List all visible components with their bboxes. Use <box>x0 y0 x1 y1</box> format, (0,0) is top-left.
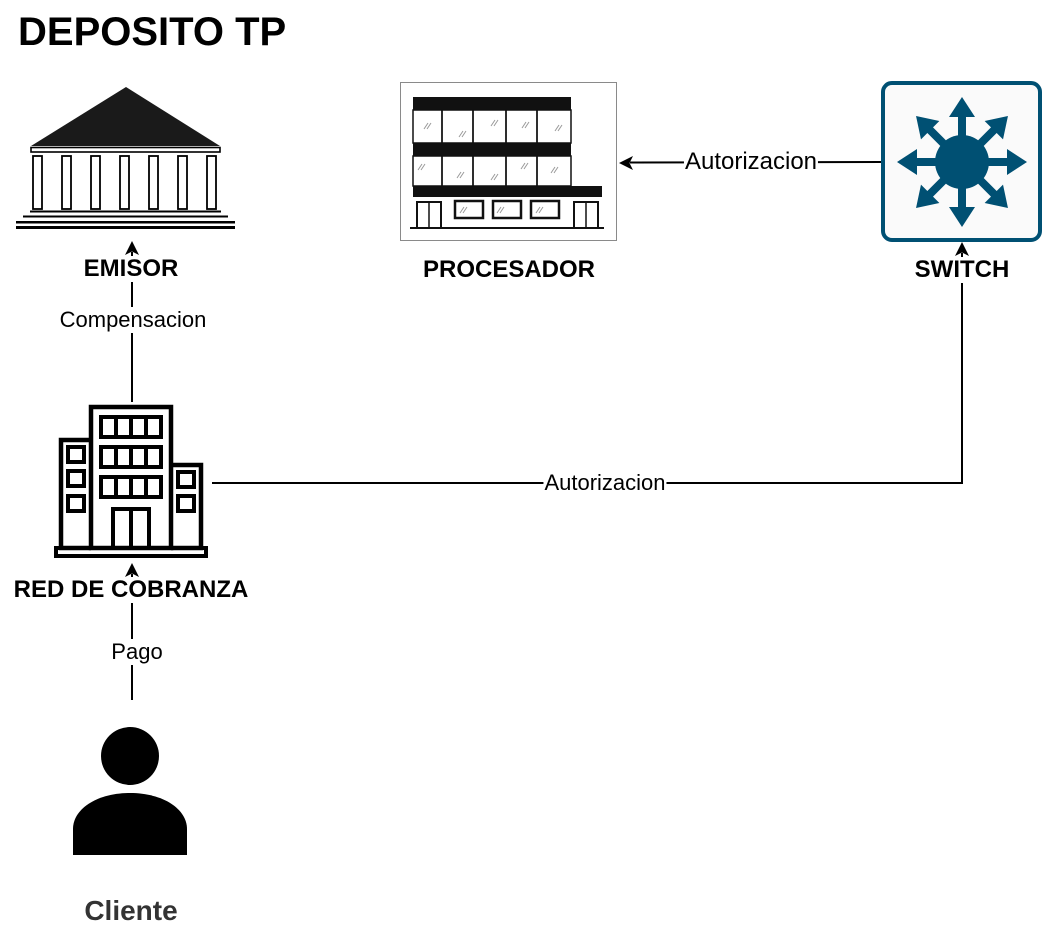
bank-icon <box>16 87 235 229</box>
switch-hub <box>935 135 989 189</box>
node-label-emisor: EMISOR <box>81 255 181 282</box>
bank-columns <box>32 155 217 210</box>
shop-window <box>529 199 561 220</box>
wing-windows-part <box>176 494 196 513</box>
switch-arrows <box>897 97 1027 227</box>
edge-label-cliente-to-red-de-cobranza: Pago <box>110 639 164 665</box>
floor-band <box>413 143 571 156</box>
node-label-procesador: PROCESADOR <box>420 256 598 283</box>
bank-columns-part <box>119 155 130 210</box>
wing-windows-part <box>66 469 86 488</box>
building-door <box>111 507 151 550</box>
node-label-cliente: Cliente <box>84 895 178 926</box>
arrow-up <box>949 97 975 138</box>
edge-label-switch-to-procesador: Autorizacion <box>683 148 819 176</box>
tower-windows <box>99 415 163 499</box>
shop-window <box>453 199 485 220</box>
wing-windows <box>66 445 196 513</box>
office-building-icon <box>54 404 208 558</box>
bank-base-step <box>16 221 235 224</box>
wing-windows-part <box>66 494 86 513</box>
upper-windows <box>412 109 572 187</box>
bank-columns-part <box>177 155 188 210</box>
edge-line <box>212 253 963 484</box>
arrow-right <box>986 149 1027 175</box>
arrow-left <box>897 149 938 175</box>
floor-band <box>413 97 571 110</box>
bank-columns-part <box>148 155 159 210</box>
edge-label-red-de-cobranza-to-emisor: Compensacion <box>58 307 208 333</box>
arrow-down-right <box>976 176 1008 208</box>
glass-reflections <box>417 119 563 214</box>
node-label-switch: SWITCH <box>912 256 1012 283</box>
person-icon <box>73 727 187 855</box>
upper-windows-part <box>536 155 572 187</box>
arrow-up-left <box>916 116 948 148</box>
person-body <box>73 793 187 855</box>
wing-windows-part <box>66 445 86 464</box>
arrowhead-up <box>125 563 139 577</box>
arrow-down-left <box>916 176 948 208</box>
bank-roof <box>31 87 220 146</box>
bank-columns-part <box>32 155 43 210</box>
bank-entablature <box>30 146 221 153</box>
bank-columns-part <box>90 155 101 210</box>
upper-windows-part <box>536 109 572 144</box>
node-label-red-de-cobranza: RED DE COBRANZA <box>11 576 251 603</box>
bank-columns-part <box>206 155 217 210</box>
person-head <box>101 727 159 785</box>
arrowhead-up <box>955 242 969 256</box>
wing-windows-part <box>176 470 196 489</box>
arrow-down <box>949 186 975 227</box>
bank-columns-part <box>61 155 72 210</box>
floor-band <box>413 186 602 197</box>
ground-floor <box>410 199 604 229</box>
office-building-image <box>400 82 617 241</box>
shop-window <box>491 199 523 220</box>
arrow-up-right <box>976 116 1008 148</box>
arrowhead-up <box>125 241 139 255</box>
edge-label-red-de-cobranza-to-switch: Autorizacion <box>543 470 667 496</box>
building-right-wing <box>171 462 204 551</box>
edge-red-de-cobranza-to-switch <box>212 242 969 484</box>
page-title: DEPOSITO TP <box>18 10 287 54</box>
arrowhead-left <box>619 156 633 170</box>
bank-base-steps <box>23 210 228 218</box>
bank-base-step <box>16 226 235 229</box>
network-switch-icon <box>881 81 1042 242</box>
